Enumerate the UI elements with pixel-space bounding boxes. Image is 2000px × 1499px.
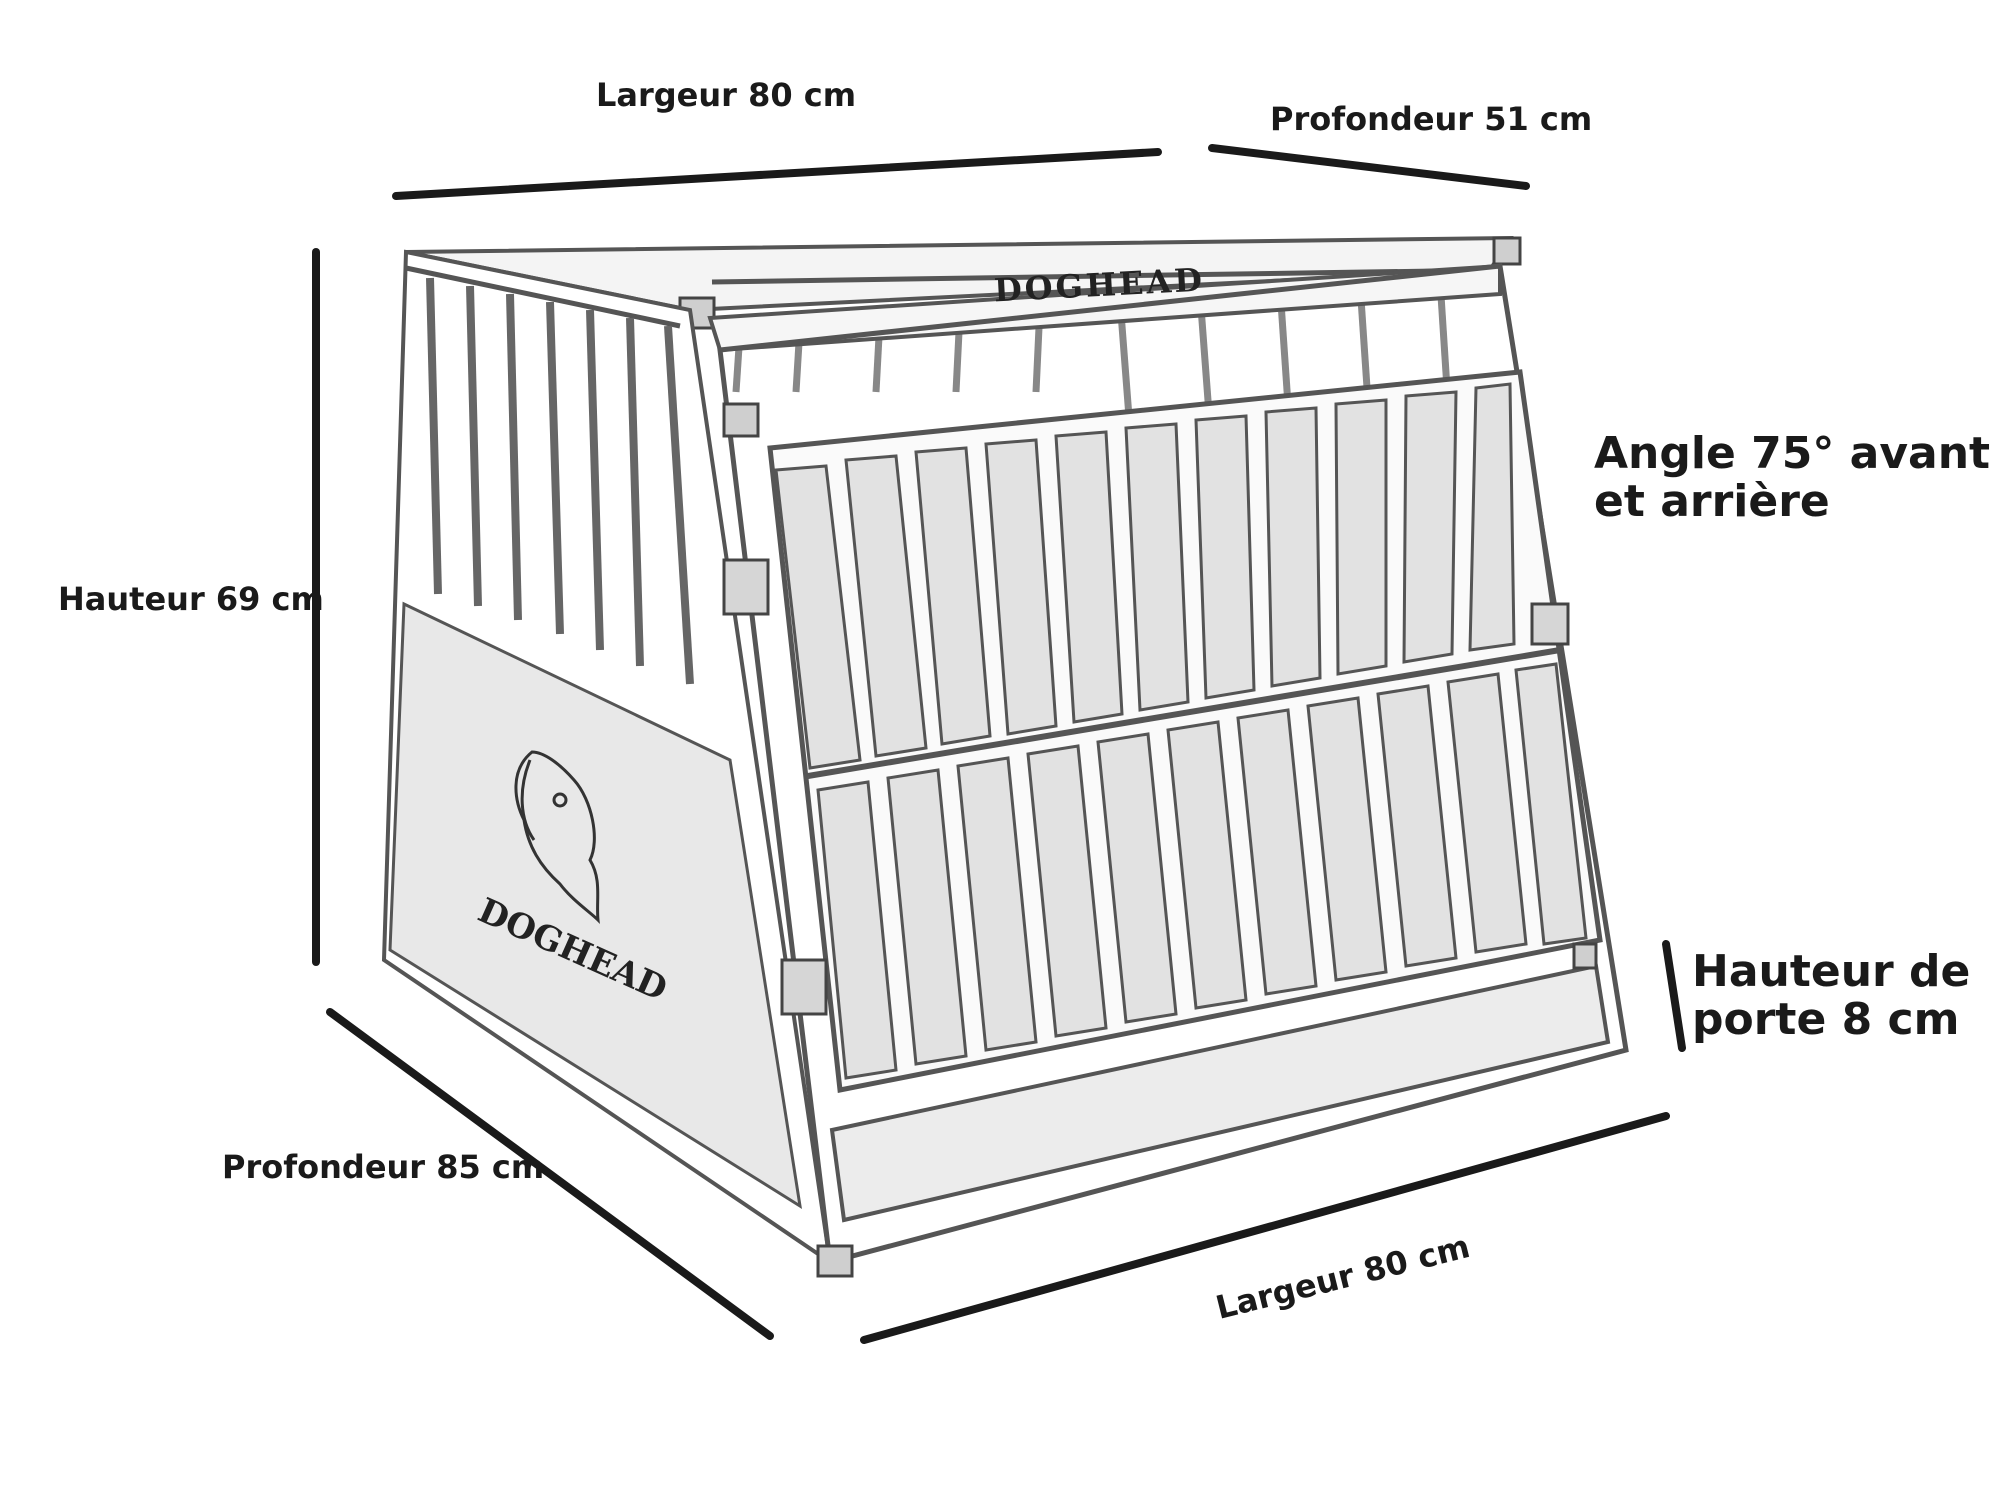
threshold-corner [1572, 942, 1598, 970]
door-bars-upper [774, 382, 1516, 770]
label-hauteur: Hauteur 69 cm [58, 580, 324, 618]
hinge-lower [780, 958, 828, 1016]
dim-line-profondeur-top [1208, 144, 1530, 190]
dim-line-largeur-top [392, 148, 1162, 200]
dim-line-hauteur-porte [1662, 940, 1686, 1052]
label-angle: Angle 75° avant et arrière [1594, 428, 1991, 527]
side-bars [426, 277, 694, 685]
back-top-rail [711, 267, 1501, 285]
side-lower-panel [388, 601, 802, 1210]
label-hauteur-porte: Hauteur de porte 8 cm [1692, 946, 1971, 1045]
dim-line-profondeur-bottom [326, 1008, 774, 1340]
front-frame [717, 263, 1629, 1266]
side-upper-rail [405, 265, 681, 329]
label-profondeur-bottom: Profondeur 85 cm [222, 1148, 545, 1186]
label-profondeur-top: Profondeur 51 cm [1270, 100, 1593, 138]
door-bars-lower [816, 662, 1588, 1080]
door-threshold [829, 963, 1611, 1223]
front-corner-bottom [816, 1244, 854, 1278]
door-middle-rail [807, 647, 1561, 779]
door-latch [1530, 602, 1570, 646]
dim-line-largeur-bottom [860, 1112, 1670, 1344]
hinge-upper [722, 558, 770, 616]
front-corner-top [722, 402, 760, 438]
dog-head-logo [514, 750, 600, 925]
top-corner-right [1492, 236, 1522, 266]
label-largeur-top: Largeur 80 cm [596, 76, 857, 114]
